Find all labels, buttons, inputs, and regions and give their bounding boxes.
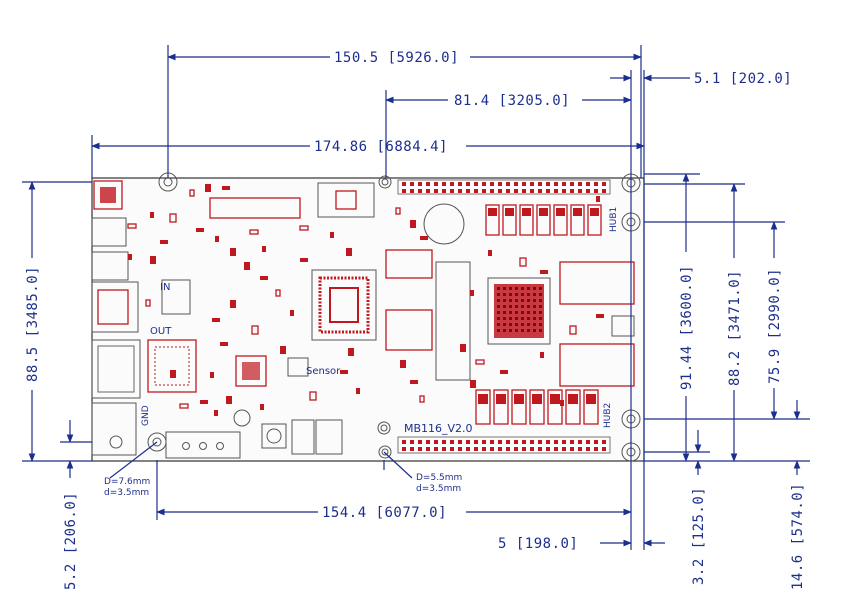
dim-bottom-right-offset: 5 [198.0] — [498, 536, 578, 552]
dim-right-height-1: 91.44 [3600.0] — [679, 265, 695, 390]
hole-note-left-big: D=7.6mm — [104, 477, 150, 487]
chip-eth — [147, 339, 197, 393]
dim-bottom-vert-2: 14.6 [574.0] — [790, 483, 806, 590]
battery — [423, 203, 465, 245]
controller-board: MB116_V2.0 Sensor IN OUT GND HUB1 HUB2 — [91, 172, 645, 462]
hub2-label: HUB2 — [603, 403, 613, 428]
hole-note-mid-big: D=5.5mm — [416, 473, 462, 483]
usb-port — [91, 281, 139, 333]
chip-vertical — [435, 261, 471, 381]
dim-overall-width: 174.86 [6884.4] — [314, 139, 448, 155]
dim-bottom-left-offset: 5.2 [206.0] — [63, 492, 79, 590]
dim-right-offset-1: 5.1 [202.0] — [694, 71, 792, 87]
dim-left-height: 88.5 [3485.0] — [25, 266, 41, 382]
board-model-label: MB116_V2.0 — [404, 422, 473, 435]
ram-2 — [385, 309, 433, 351]
chip-usb — [161, 279, 191, 315]
dim-right-height-3: 75.9 [2990.0] — [767, 268, 783, 384]
dim-right-height-2: 88.2 [3471.0] — [727, 270, 743, 386]
chip-flash — [209, 197, 301, 219]
sensor-label: Sensor — [306, 366, 341, 377]
out-label: OUT — [150, 326, 172, 337]
dim-top-width-2: 81.4 [3205.0] — [454, 93, 570, 109]
gnd-label: GND — [141, 405, 151, 426]
connector-right-1 — [559, 261, 635, 305]
button — [261, 423, 287, 449]
dim-bottom-width: 154.4 [6077.0] — [322, 505, 447, 521]
fpga-chip — [487, 277, 551, 345]
dim-top-width-1: 150.5 [5926.0] — [334, 50, 459, 66]
ethernet-port — [91, 339, 141, 399]
hole-note-left-small: d=3.5mm — [104, 488, 149, 498]
power-jack — [91, 402, 137, 456]
in-label: IN — [160, 282, 170, 293]
dimension-lines — [22, 45, 810, 550]
connector-left-2 — [91, 251, 129, 281]
connector-topleft — [93, 180, 123, 210]
dim-bottom-vert-1: 3.2 [125.0] — [691, 487, 707, 585]
header-strip-top — [397, 179, 611, 195]
hole-note-mid-small: d=3.5mm — [416, 484, 461, 494]
connector-right-2 — [559, 343, 635, 387]
hub1-label: HUB1 — [609, 207, 619, 232]
ram-1 — [385, 249, 433, 279]
chip-small — [235, 355, 267, 387]
connector-left-1 — [91, 217, 127, 247]
header-strip-bottom — [397, 436, 611, 454]
chip-top-mid — [317, 182, 375, 218]
main-processor — [311, 269, 377, 341]
